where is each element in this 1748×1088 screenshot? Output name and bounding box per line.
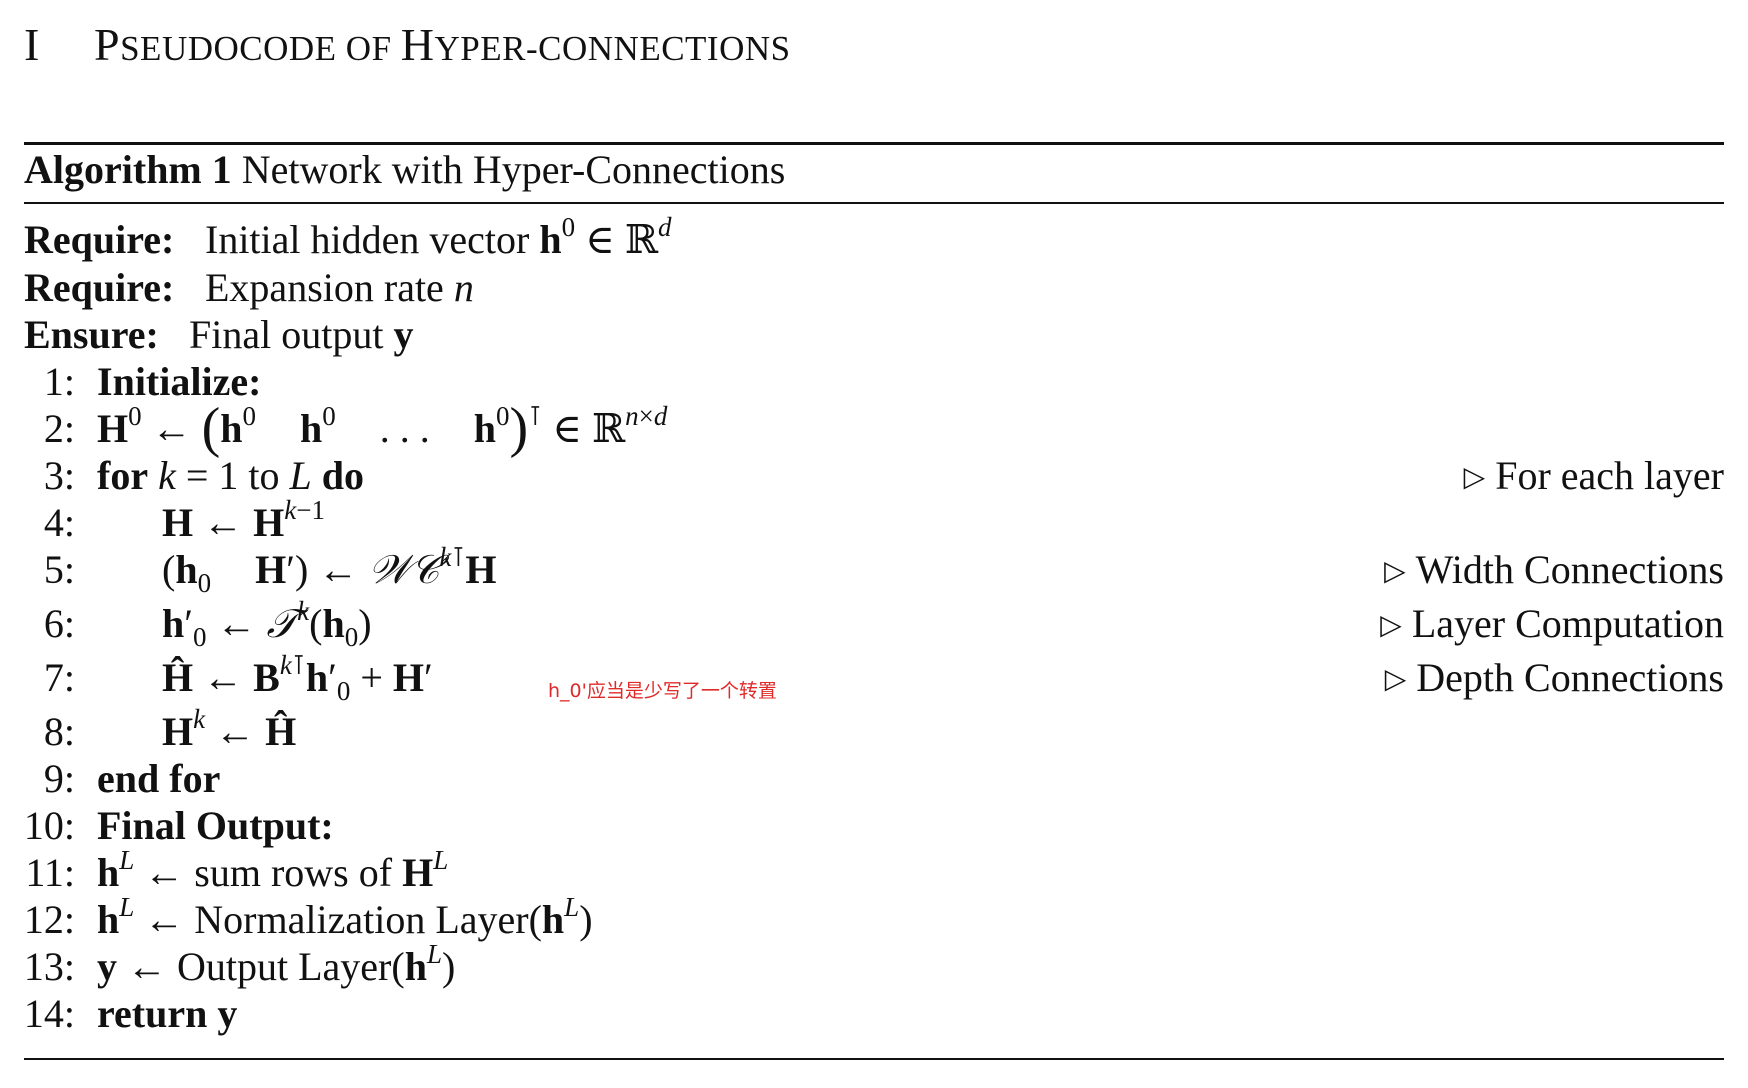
line-number: 4: (43, 500, 75, 545)
line-number: 12: (23, 897, 75, 942)
normalization-formula: hL ← Normalization Layer(hL) (97, 892, 593, 943)
line-comment: ▷ Width Connections (1384, 546, 1724, 593)
algo-line-4: 4: H ← Hk−1 (0, 495, 1728, 546)
algo-line-7: 7: Ĥ ← Bk⊺h′0 + H′ ▷ Depth Connections (0, 650, 1728, 706)
line-number: 9: (43, 756, 75, 801)
for-loop-header: for k = 1 to L do (97, 453, 365, 498)
algo-line-11: 11: hL ← sum rows of HL (0, 845, 1728, 896)
algorithm-top-rule (24, 142, 1724, 145)
algo-line-12: 12: hL ← Normalization Layer(hL) (0, 892, 1728, 943)
require-line-2: Require: Expansion rate n (0, 264, 1728, 311)
require-label: Require: (24, 265, 175, 310)
return-statement: return y (97, 991, 238, 1036)
end-for-keyword: end for (97, 756, 221, 801)
algorithm-bottom-rule (24, 1058, 1724, 1060)
require-1-text: Initial hidden vector (205, 217, 540, 262)
final-output-keyword: Final Output: (97, 803, 334, 848)
algo-line-3: 3: for k = 1 to L do ▷ For each layer (0, 452, 1728, 499)
depth-connection-formula: Ĥ ← Bk⊺h′0 + H′ (162, 650, 433, 706)
triangle-icon: ▷ (1384, 556, 1406, 587)
line-number: 5: (43, 547, 75, 592)
line-number: 13: (23, 944, 75, 989)
red-annotation-note: h_0'应当是少写了一个转置 (548, 680, 777, 702)
output-layer-text: Output Layer (177, 944, 392, 989)
hidden-update-formula: Hk ← Ĥ (162, 704, 297, 755)
ensure-label: Ensure: (24, 312, 159, 357)
algo-line-8: 8: Hk ← Ĥ (0, 704, 1728, 755)
triangle-icon: ▷ (1380, 610, 1402, 641)
line-comment: ▷ Layer Computation (1380, 600, 1724, 647)
comment-text: For each layer (1495, 453, 1724, 498)
require-text: Expansion rate n (205, 265, 474, 310)
sum-rows-formula: hL ← sum rows of HL (97, 845, 449, 896)
output-layer-formula: y ← Output Layer(hL) (97, 939, 456, 990)
section-title-text: PSEUDOCODE OF HYPER-CONNECTIONS (94, 19, 791, 70)
require-label: Require: (24, 217, 175, 262)
require-line-1: Require: Initial hidden vector h0 ∈ ℝd (0, 212, 1728, 263)
hidden-assign-formula: H ← Hk−1 (162, 495, 325, 546)
line-number: 3: (43, 453, 75, 498)
algo-line-9: 9: end for (0, 755, 1728, 802)
ensure-line: Ensure: Final output y (0, 311, 1728, 358)
sum-rows-text: sum rows of (194, 850, 403, 895)
line-number: 11: (25, 850, 75, 895)
algo-line-13: 13: y ← Output Layer(hL) (0, 939, 1728, 990)
return-keyword: return (97, 991, 208, 1036)
algorithm-label: Algorithm 1 (24, 147, 232, 192)
for-keyword: for (97, 453, 149, 498)
comment-text: Depth Connections (1416, 655, 1724, 700)
ensure-text: Final output y (189, 312, 414, 357)
line-comment: ▷ Depth Connections (1385, 654, 1724, 701)
line-number: 6: (43, 601, 75, 646)
line-number: 7: (43, 655, 75, 700)
algorithm-caption: Algorithm 1 Network with Hyper-Connectio… (24, 146, 785, 193)
layer-computation-formula: h′0 ← 𝒯k(h0) (162, 596, 372, 652)
triangle-icon: ▷ (1384, 664, 1407, 695)
normalization-text: Normalization Layer (194, 897, 529, 942)
section-number: I (24, 19, 40, 70)
algo-line-14: 14: return y (0, 990, 1728, 1037)
comment-text: Layer Computation (1411, 601, 1724, 646)
algo-line-10: 10: Final Output: (0, 802, 1728, 849)
line-number: 14: (23, 991, 75, 1036)
line-number: 2: (43, 406, 75, 451)
algorithm-caption-rule (24, 202, 1724, 204)
require-text: Initial hidden vector h0 ∈ ℝd (205, 212, 672, 263)
line-number: 8: (43, 709, 75, 754)
line-comment: ▷ For each layer (1464, 452, 1724, 499)
algo-line-6: 6: h′0 ← 𝒯k(h0) ▷ Layer Computation (0, 596, 1728, 652)
ensure-output-text: Final output (189, 312, 394, 357)
do-keyword: do (321, 453, 365, 498)
algorithm-caption-text: Network with Hyper-Connections (241, 147, 786, 192)
algo-line-1: 1: Initialize: (0, 358, 1728, 405)
require-2-text: Expansion rate (205, 265, 454, 310)
to-word: to (248, 453, 280, 498)
comment-text: Width Connections (1415, 547, 1724, 592)
line-number: 1: (43, 359, 75, 404)
line-number: 10: (23, 803, 75, 848)
section-heading: I PSEUDOCODE OF HYPER-CONNECTIONS (24, 18, 791, 71)
initialize-keyword: Initialize: (97, 359, 262, 404)
triangle-icon: ▷ (1463, 462, 1486, 493)
